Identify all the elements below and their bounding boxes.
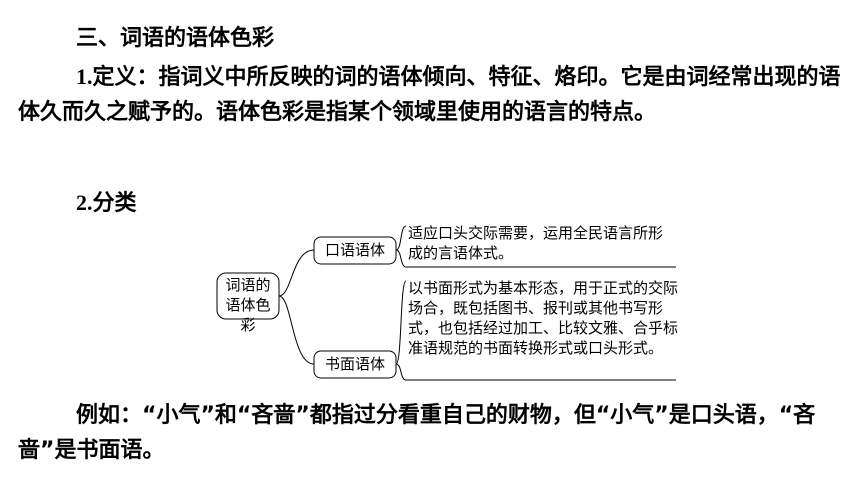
written-bracket xyxy=(395,280,407,381)
root-node-label: 词语的 语体色彩 xyxy=(219,275,277,335)
branch-oral xyxy=(278,249,315,297)
written-node-label: 书面语体 xyxy=(324,355,385,373)
classification-diagram: 词语的 语体色彩 口语语体 书面语体 适应口头交际需要，运用全民语言所形成的言语… xyxy=(210,218,680,384)
classification-heading: 2.分类 xyxy=(76,188,137,219)
root-label-line2: 语体色彩 xyxy=(225,296,271,334)
oral-description: 适应口头交际需要，运用全民语言所形成的言语体式。 xyxy=(408,224,664,262)
oral-bracket xyxy=(395,225,407,268)
diagram-lines xyxy=(216,225,676,381)
definition-text: 定义：指词义中所反映的词的语体倾向、特征、烙印。它是由词经常出现的语体久而久之赋… xyxy=(18,65,841,125)
definition-number: 1. xyxy=(76,64,93,89)
example-paragraph: 例如：“小气”和“吝啬”都指过分看重自己的财物，但“小气”是口头语，“吝啬”是书… xyxy=(18,403,816,463)
oral-node-label: 口语语体 xyxy=(324,241,385,259)
root-label-line1: 词语的 xyxy=(225,276,271,294)
definition-paragraph: 1.定义：指词义中所反映的词的语体倾向、特征、烙印。它是由词经常出现的语体久而久… xyxy=(18,59,846,130)
classification-number: 2. xyxy=(76,190,93,215)
branch-written xyxy=(278,295,315,365)
written-description: 以书面形式为基本形态，用于正式的交际场合，既包括图书、报刊或其他书写形式，也包括… xyxy=(408,279,679,357)
section-heading: 三、词语的语体色彩 xyxy=(76,26,275,51)
classification-title: 分类 xyxy=(92,191,137,216)
